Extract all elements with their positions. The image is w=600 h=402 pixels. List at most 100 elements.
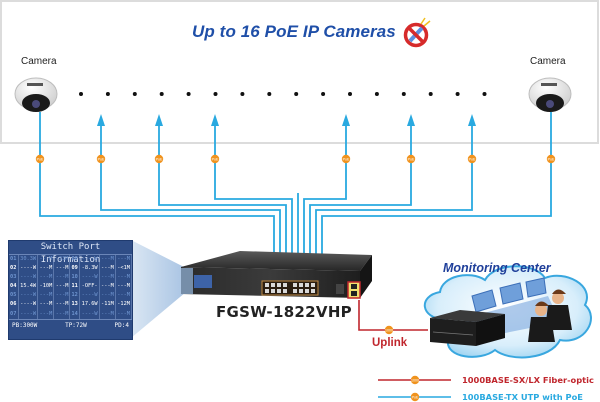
port-cell: ---M xyxy=(99,291,116,301)
panel-footer: PB:300W TP:72W PD:4 xyxy=(9,318,132,331)
camera-dot xyxy=(321,92,326,96)
switch-model-label: FGSW-1822VHP xyxy=(216,303,352,321)
page-title: Up to 16 PoE IP Cameras xyxy=(192,22,396,41)
port-cell: ---M xyxy=(37,291,55,301)
legend-fiber-badge-label: 1000 xyxy=(411,378,419,382)
port-cell: 09 xyxy=(69,264,81,274)
port-cell: 06 xyxy=(9,300,19,310)
port-cell: ----W xyxy=(18,309,39,319)
camera-dot xyxy=(455,92,460,96)
port-cell: -10M xyxy=(37,282,55,292)
port-cell: 12 xyxy=(69,291,81,301)
arrow-up-icon xyxy=(407,114,415,126)
port-cell: ----W xyxy=(18,291,39,301)
poe-cable xyxy=(39,112,275,258)
legend-fiber-badge xyxy=(410,375,420,385)
camera-dot xyxy=(186,92,191,96)
poe-badge-label: PoE xyxy=(98,157,105,161)
poe-badge xyxy=(35,154,45,164)
port-cell: ----W xyxy=(18,300,39,310)
camera-dot xyxy=(374,92,379,96)
camera-dot xyxy=(240,92,245,96)
port-cell: ---M xyxy=(99,309,116,319)
port-cell: -12M xyxy=(115,300,133,310)
poe-cable xyxy=(321,112,552,258)
port-cell: -OFF- xyxy=(79,282,100,292)
port-cell: 15.4W xyxy=(18,282,39,292)
port-cell: ---M xyxy=(53,291,71,301)
poe-badge-label: PoE xyxy=(212,157,219,161)
port-cell: ---M xyxy=(115,309,133,319)
poe-badge xyxy=(96,154,106,164)
poe-badge-label: PoE xyxy=(548,157,555,161)
port-cell: 03 xyxy=(9,273,19,283)
poe-switch-icon xyxy=(181,251,372,299)
camera-dot xyxy=(79,92,83,96)
port-cell: ---M xyxy=(53,264,71,274)
poe-badge xyxy=(467,154,477,164)
poe-cable xyxy=(100,120,281,258)
camera-dot xyxy=(401,92,406,96)
port-cell: ---M xyxy=(37,273,55,283)
legend-poe-text: 100BASE-TX UTP with PoE xyxy=(462,392,583,402)
port-cell: ---M xyxy=(99,282,116,292)
port-cell: ---M xyxy=(99,273,116,283)
camera-dot xyxy=(267,92,272,96)
monitoring-center-title: Monitoring Center xyxy=(443,261,551,275)
port-cell: ---M xyxy=(99,264,116,274)
port-cell: -<1M xyxy=(115,264,133,274)
poe-badge-label: PoE xyxy=(469,157,476,161)
poe-badge xyxy=(210,154,220,164)
arrow-up-icon xyxy=(468,114,476,126)
camera-right-label: Camera xyxy=(530,56,566,67)
port-cell: ----W xyxy=(18,273,39,283)
port-cell: ---M xyxy=(115,291,133,301)
port-cell: ---M xyxy=(37,264,55,274)
port-cell: 11 xyxy=(69,282,81,292)
port-cell: 08 xyxy=(69,255,81,265)
total-power: TP:72W xyxy=(65,321,87,329)
port-cell: ----W xyxy=(79,255,100,265)
poe-badge xyxy=(406,154,416,164)
operators xyxy=(528,289,572,342)
port-cell: ----W xyxy=(18,264,39,274)
camera-dot-row xyxy=(79,92,487,96)
port-cell: ---M xyxy=(53,273,71,283)
uplink-fiber-cable xyxy=(358,300,428,331)
poe-cable xyxy=(315,120,473,258)
port-cell: -33M xyxy=(53,255,71,265)
port-cell: 02 xyxy=(9,264,19,274)
camera-dot xyxy=(132,92,137,96)
fiber-badge xyxy=(384,325,394,335)
port-cell: ---M xyxy=(37,300,55,310)
camera-dot xyxy=(482,92,487,96)
port-cell: ---M xyxy=(53,300,71,310)
port-cell: 05 xyxy=(9,291,19,301)
port-cell: 04 xyxy=(9,282,19,292)
fiber-badge-label: 1000 xyxy=(385,328,393,332)
port-cell: 07 xyxy=(9,309,19,319)
port-cell: ---M xyxy=(115,282,133,292)
no-power-plug-icon xyxy=(403,17,431,48)
port-cell: 10 xyxy=(69,273,81,283)
camera-dot xyxy=(213,92,218,96)
camera-dot xyxy=(159,92,164,96)
port-cell: 13 xyxy=(69,300,81,310)
panel-title: Switch Port Information xyxy=(9,241,132,265)
port-cell: -11M xyxy=(99,300,116,310)
camera-left xyxy=(14,77,58,112)
arrow-up-icon xyxy=(155,114,163,126)
port-cell: 14 xyxy=(69,309,81,319)
camera-dot xyxy=(105,92,110,96)
poe-badge-label: PoE xyxy=(408,157,415,161)
